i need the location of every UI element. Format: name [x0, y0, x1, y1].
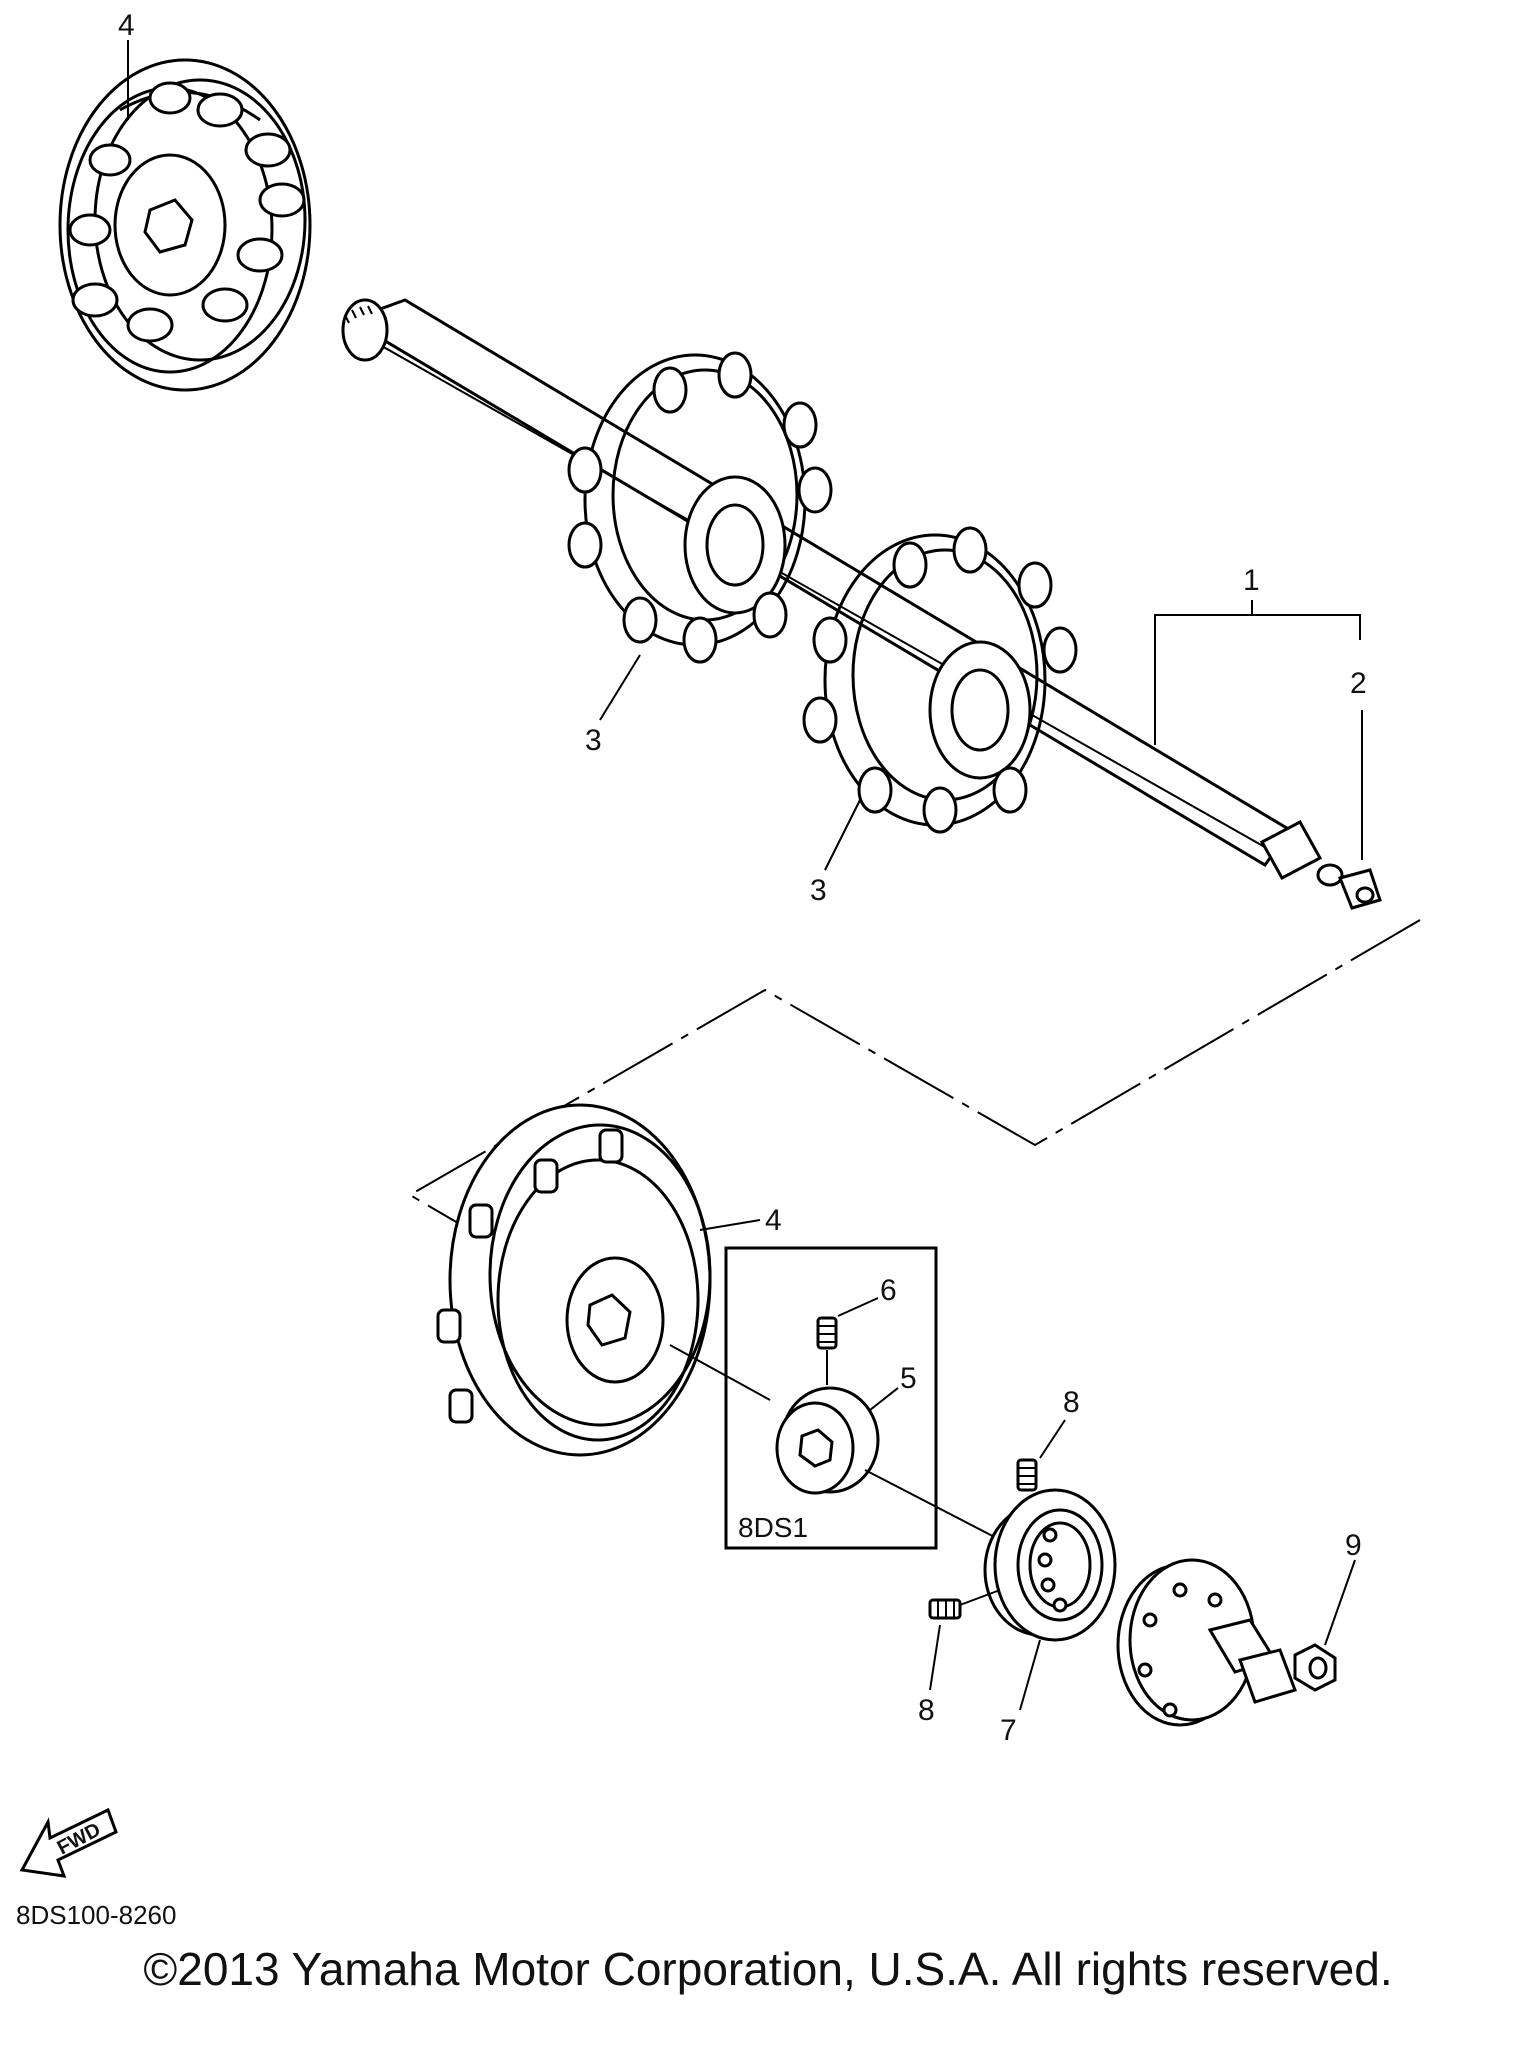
leader-line-5 [869, 1387, 899, 1411]
leader-line-4b [699, 1219, 761, 1231]
callout-9: 9 [1345, 1529, 1362, 1562]
leader-line-7 [1019, 1639, 1041, 1711]
callout-8-lower: 8 [918, 1694, 935, 1727]
part-5-collar [775, 1386, 880, 1495]
callout-3-second: 3 [810, 874, 827, 907]
callout-bracket-1-2 [1154, 600, 1363, 860]
callout-1: 1 [1243, 564, 1260, 597]
leader-line-6 [837, 1297, 879, 1317]
leader-line-3b [824, 799, 861, 871]
leader-line-9 [1324, 1559, 1356, 1646]
connector-5-7 [864, 1469, 1011, 1546]
connector-4-5 [669, 1344, 771, 1401]
drawing-code: 8DS100-8260 [16, 1900, 177, 1930]
drive-shaft [341, 298, 1382, 910]
connector-8b-7 [959, 1589, 1001, 1606]
callout-3-first: 3 [585, 724, 602, 757]
fwd-arrow-icon [19, 1807, 118, 1878]
leader-line-3a [599, 654, 641, 721]
callout-2: 2 [1350, 667, 1367, 700]
callout-7: 7 [1000, 1714, 1017, 1747]
sprocket-open-first [567, 351, 833, 664]
sprocket-wheel-bottom [436, 1103, 712, 1457]
callout-4-top: 4 [118, 9, 135, 42]
part-8-set-screw-upper [1016, 1458, 1038, 1492]
sprocket-wheel-top [58, 58, 312, 392]
copyright-notice: ©2013 Yamaha Motor Corporation, U.S.A. A… [143, 1943, 1393, 1995]
callout-4-bottom: 4 [765, 1204, 782, 1237]
alignment-dash-lines [408, 919, 1421, 1231]
part-6-set-screw [816, 1316, 838, 1350]
callout-8-upper: 8 [1063, 1386, 1080, 1419]
sprocket-open-second [802, 526, 1078, 834]
part-7-bearing [983, 1488, 1117, 1642]
callout-6: 6 [880, 1274, 897, 1307]
part-9-nut [1293, 1643, 1337, 1692]
variant-box-label: 8DS1 [738, 1512, 808, 1543]
part-8-set-screw-lower [928, 1598, 962, 1620]
variant-box [724, 1246, 938, 1550]
hub-flange [1116, 1558, 1297, 1727]
leader-line-8b [929, 1624, 941, 1691]
leader-line-8a [1039, 1419, 1066, 1459]
callout-5: 5 [900, 1362, 917, 1395]
